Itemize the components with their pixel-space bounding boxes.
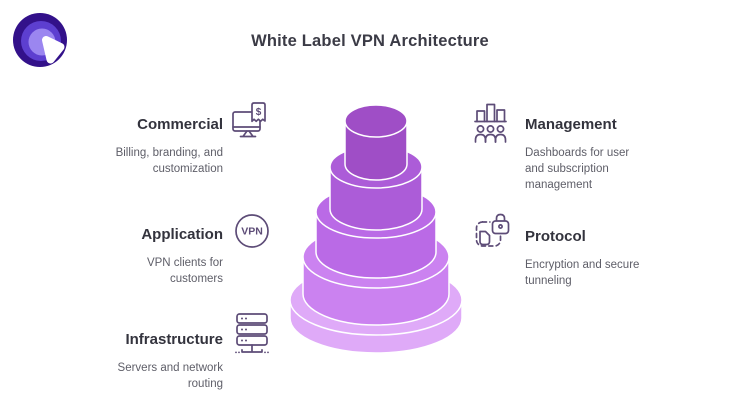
protocol-label: Protocol	[525, 228, 586, 245]
svg-text:$: $	[256, 107, 262, 118]
application-description: VPN clients for customers	[146, 257, 223, 285]
item-infrastructure: Infrastructure Servers and network routi…	[118, 313, 272, 392]
pyramid-layer-1-top	[344, 104, 408, 138]
management-label: Management	[525, 116, 617, 133]
item-management: Management Dashboards for user and subsc…	[474, 103, 629, 193]
page-title: White Label VPN Architecture	[251, 32, 489, 50]
item-application: Application VPN clients for customers VP…	[141, 213, 272, 287]
infrastructure-label: Infrastructure	[125, 331, 223, 348]
management-description: Dashboards for user and subscription man…	[525, 147, 630, 191]
commercial-description: Billing, branding, and customization	[115, 147, 223, 175]
infrastructure-description: Servers and network routing	[117, 362, 223, 390]
monitor-invoice-icon: $	[232, 102, 272, 148]
bar-chart-users-icon	[474, 103, 514, 145]
svg-text:VPN: VPN	[241, 226, 263, 238]
item-commercial: Commercial Billing, branding, and custom…	[116, 102, 272, 177]
server-stack-icon	[232, 313, 272, 357]
layered-pyramid-diagram	[289, 104, 463, 354]
commercial-label: Commercial	[137, 116, 223, 133]
vpn-badge-icon: VPN	[232, 213, 272, 249]
padlock-dashed-icon	[474, 211, 514, 251]
protocol-description: Encryption and secure tunneling	[525, 259, 640, 287]
application-label: Application	[141, 226, 223, 243]
pyramid-layer-1	[344, 120, 408, 181]
brand-logo-icon	[13, 13, 67, 67]
item-protocol: Protocol Encryption and secure tunneling	[474, 211, 639, 289]
